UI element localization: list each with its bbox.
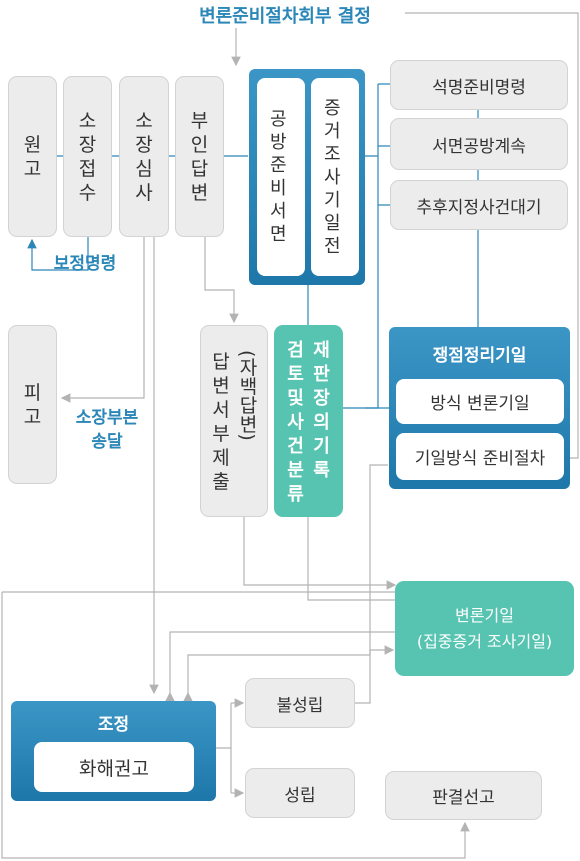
prep-documents-label: 공방준비서면: [270, 109, 287, 245]
answer-paren-label: (자백답변): [236, 350, 258, 441]
prep-documents-box: 공방준비서면: [257, 78, 305, 276]
settlement-label: 화해권고: [79, 757, 149, 780]
await-label: 추후지정사건대기: [416, 197, 542, 218]
judgment-label: 판결선고: [432, 788, 495, 808]
evidence-box: 증거조사기일전: [311, 78, 359, 276]
hearing-line1: 변론기일: [455, 605, 514, 625]
service-line1: 소장부본: [75, 408, 139, 428]
success-label: 성립: [284, 785, 316, 806]
hearing-line2: (집중증거 조사기일): [416, 631, 553, 651]
fail-box: 불성립: [245, 678, 355, 728]
denial-answer-label: 부인답변: [190, 109, 209, 204]
answer-submit-box: 답변서부제출 (자백답변): [200, 325, 268, 517]
issue-prep-box: 기일방식 준비절차: [396, 433, 564, 480]
issue-method-label: 방식 변론기일: [430, 394, 530, 414]
answer-submit-label: 답변서부제출: [212, 351, 230, 493]
judgment-box: 판결선고: [385, 771, 542, 820]
fail-label: 불성립: [276, 695, 324, 716]
mediation-header: 조정: [97, 715, 130, 735]
order-prep-box: 석명준비명령: [390, 60, 568, 110]
issue-method-box: 방식 변론기일: [396, 379, 564, 424]
settlement-box: 화해권고: [34, 742, 194, 792]
receipt-box: 소장접수: [63, 76, 112, 237]
defendant-box: 피고: [8, 325, 57, 484]
evidence-label: 증거조사기일전: [324, 97, 341, 257]
judge-col1-label: 재판장의기록: [313, 340, 330, 481]
denial-answer-box: 부인답변: [175, 76, 224, 237]
judge-review-box: 검토및사건분류 재판장의기록: [274, 325, 343, 517]
order-prep-label: 석명준비명령: [432, 77, 526, 98]
defendant-label: 피고: [23, 381, 42, 428]
plaintiff-box: 원고: [8, 76, 57, 237]
judge-col2-label: 검토및사건분류: [287, 340, 304, 505]
review-box: 소장심사: [119, 76, 169, 237]
diagram-title: 변론준비절차회부 결정: [199, 6, 371, 27]
written-continue-label: 서면공방계속: [432, 136, 526, 157]
issue-prep-label: 기일방식 준비절차: [414, 449, 546, 469]
review-label: 소장심사: [135, 109, 153, 204]
plaintiff-label: 원고: [23, 133, 42, 180]
issue-header: 쟁점정리기일: [432, 346, 527, 366]
hearing-box: 변론기일 (집중증거 조사기일): [395, 581, 574, 676]
service-label: 소장부본 송달: [62, 406, 152, 454]
correction-order-label: 보정명령: [53, 254, 117, 274]
receipt-label: 소장접수: [78, 109, 97, 204]
await-box: 추후지정사건대기: [390, 180, 568, 230]
written-continue-box: 서면공방계속: [390, 118, 568, 170]
service-line2: 송달: [91, 432, 123, 452]
success-box: 성립: [245, 768, 355, 818]
